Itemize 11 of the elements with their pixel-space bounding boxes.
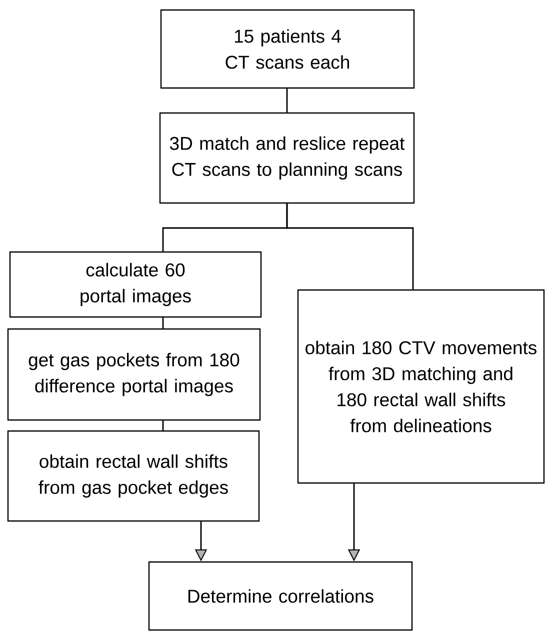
process-box: Determine correlations	[148, 561, 413, 631]
connector	[162, 420, 164, 430]
connector	[286, 88, 288, 112]
process-box: get gas pockets from 180 difference portal images	[7, 328, 261, 421]
connector	[162, 318, 164, 328]
process-box: obtain 180 CTV movements from 3D matching and 180 rectal wall shifts from delineations	[297, 289, 545, 484]
process-box: 15 patients 4 CT scans each	[160, 9, 415, 89]
process-box: 3D match and reslice repeat CT scans to planning scans	[159, 112, 415, 204]
connector	[286, 204, 414, 290]
process-box: obtain rectal wall shifts from gas pocket edges	[7, 430, 260, 522]
process-box: calculate 60 portal images	[9, 251, 262, 318]
